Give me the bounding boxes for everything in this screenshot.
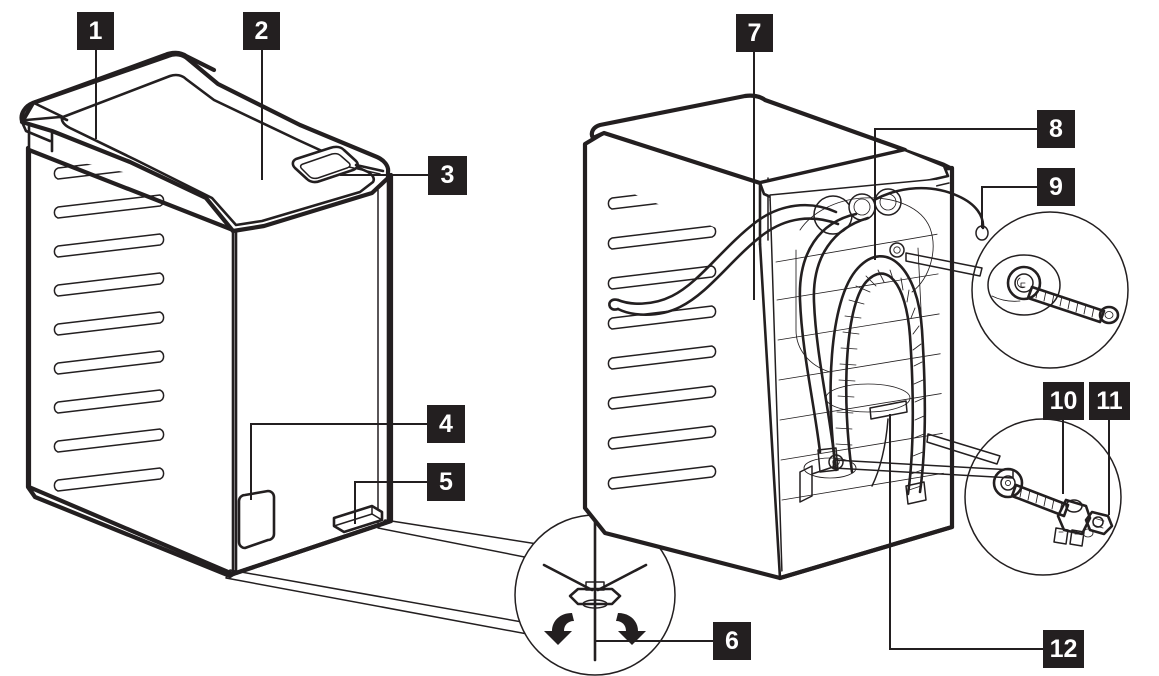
callout-1[interactable]: 1 [77,12,114,50]
callout-6[interactable]: 6 [713,622,751,660]
leader-12 [889,414,1043,650]
left-leader-lines [95,50,428,524]
right-leader-lines [753,52,1043,650]
callout-5[interactable]: 5 [427,463,465,501]
callout-3[interactable]: 3 [428,156,467,195]
callout-7[interactable]: 7 [736,14,773,52]
rear-back-panel [769,177,945,572]
leader-8 [874,128,1037,260]
leader-5 [354,481,427,524]
leader-4 [250,423,427,500]
callout-8[interactable]: 8 [1037,110,1075,148]
left-side-vents [53,155,165,492]
callout-11[interactable]: 11 [1089,382,1130,420]
leveling-foot-detail-circle [514,514,713,676]
callout-4[interactable]: 4 [427,405,465,443]
callout-12[interactable]: 12 [1043,630,1084,668]
left-machine-top-loader [19,50,394,579]
transit-bolt-detail-lower [832,418,1122,576]
callout-2[interactable]: 2 [243,12,280,50]
leader-9 [981,186,1037,228]
transit-bolt-detail-upper [905,211,1129,369]
callout-10[interactable]: 10 [1043,382,1084,420]
right-machine-rear-view [582,93,989,581]
callout-9[interactable]: 9 [1037,168,1075,206]
